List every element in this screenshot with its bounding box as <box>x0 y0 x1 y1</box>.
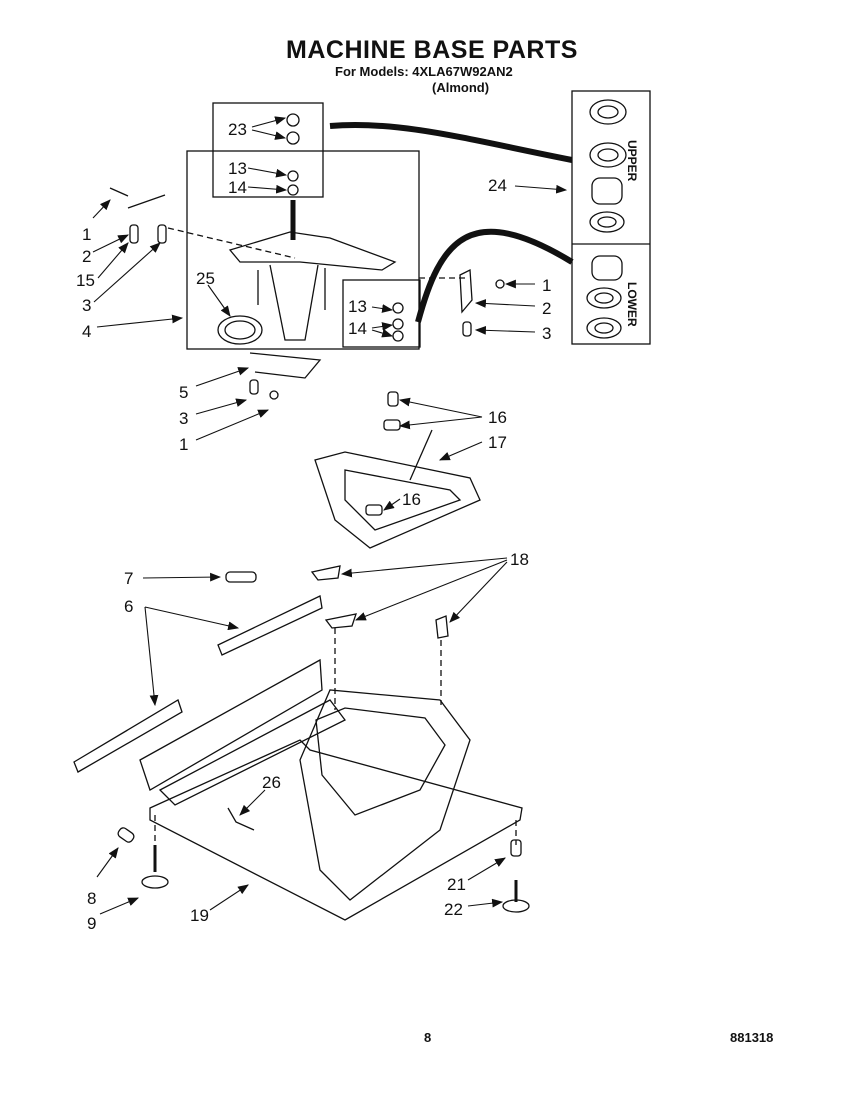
callout-4: 4 <box>82 322 91 341</box>
callout-24: 24 <box>488 176 507 195</box>
callout-16: 16 <box>402 490 421 509</box>
box-seals-top <box>212 102 324 198</box>
page-title: MACHINE BASE PARTS <box>286 36 578 64</box>
callout-23: 23 <box>228 120 247 139</box>
hardware-right <box>459 268 505 337</box>
hardware-left <box>109 187 322 400</box>
callout-26: 26 <box>262 773 281 792</box>
leader-lines <box>92 116 568 915</box>
upper-label: UPPER <box>625 140 639 182</box>
callout-numbers: 23 13 14 1 2 15 3 4 25 24 1 2 3 13 14 5 … <box>76 120 551 933</box>
callout-14: 14 <box>348 319 367 338</box>
callout-7: 7 <box>124 569 133 588</box>
callout-3: 3 <box>82 296 91 315</box>
callout-13: 13 <box>348 297 367 316</box>
callout-21: 21 <box>447 875 466 894</box>
callout-14: 14 <box>228 178 247 197</box>
callout-8: 8 <box>87 889 96 908</box>
callout-25: 25 <box>196 269 215 288</box>
base-frame-19 <box>139 628 523 921</box>
callout-15: 15 <box>76 271 95 290</box>
callout-2: 2 <box>82 247 91 266</box>
bracket-17 <box>314 391 481 549</box>
callout-3: 3 <box>179 409 188 428</box>
page-number: 8 <box>424 1030 432 1045</box>
callout-16: 16 <box>488 408 507 427</box>
callout-19: 19 <box>190 906 209 925</box>
inset-box <box>571 90 651 345</box>
callout-5: 5 <box>179 383 188 402</box>
inset-rings <box>586 99 627 339</box>
box-hub-assembly <box>186 150 420 350</box>
callout-3: 3 <box>542 324 551 343</box>
callout-18: 18 <box>510 550 529 569</box>
callout-1: 1 <box>542 276 551 295</box>
callout-1: 1 <box>179 435 188 454</box>
feet <box>117 807 530 913</box>
callout-13: 13 <box>228 159 247 178</box>
callout-9: 9 <box>87 914 96 933</box>
models-line: For Models: 4XLA67W92AN2 <box>335 64 513 79</box>
lower-label: LOWER <box>625 282 639 327</box>
callout-22: 22 <box>444 900 463 919</box>
color-line: (Almond) <box>432 80 490 95</box>
callout-1: 1 <box>82 225 91 244</box>
parts-7-6-18 <box>73 565 449 773</box>
callout-2: 2 <box>542 299 551 318</box>
callout-6: 6 <box>124 597 133 616</box>
callout-17: 17 <box>488 433 507 452</box>
document-code: 881318 <box>730 1030 774 1045</box>
